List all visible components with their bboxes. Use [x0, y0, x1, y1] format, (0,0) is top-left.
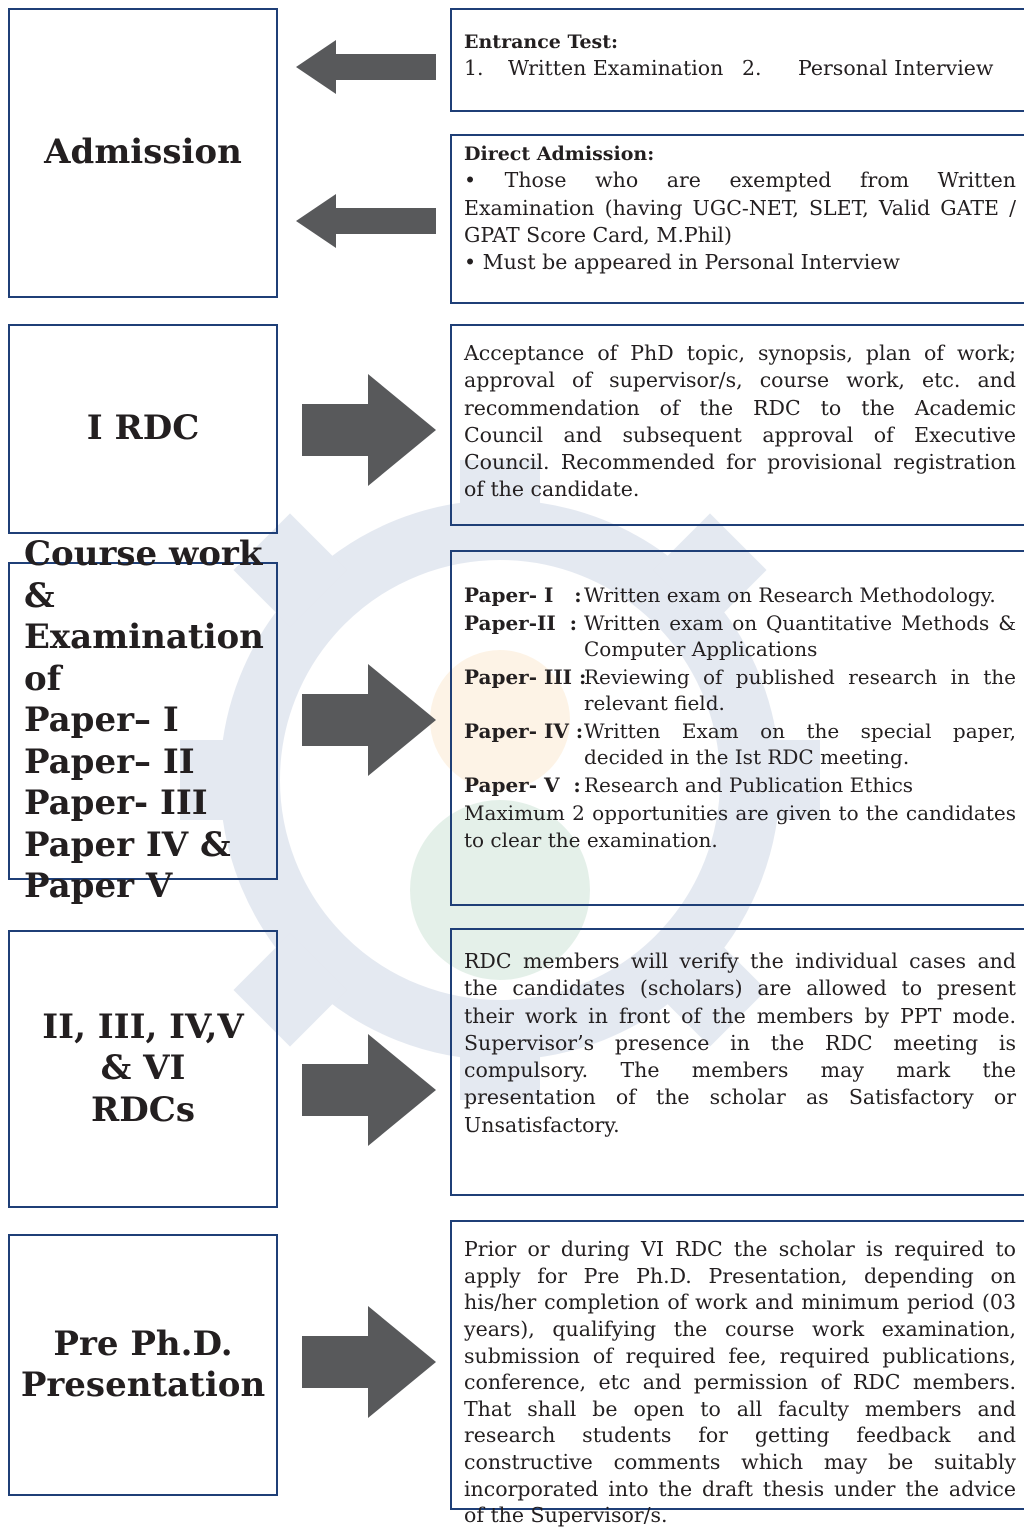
- rdcs-box: II, III, IV,V & VI RDCs: [8, 930, 278, 1208]
- entrance-test-items: 1. Written Examination 2. Personal Inter…: [464, 55, 1016, 82]
- rdcs-label-line: & VI: [100, 1048, 186, 1089]
- direct-admission-bullet-1: • Those who are exempted from Written Ex…: [464, 168, 1016, 247]
- paper-row: Paper-II : Written exam on Quantitative …: [464, 610, 1016, 662]
- entrance-test-box: Entrance Test: 1. Written Examination 2.…: [450, 8, 1024, 112]
- paper-row: Paper- V : Research and Publication Ethi…: [464, 772, 1016, 798]
- rdc1-description-box: Acceptance of PhD topic, synopsis, plan …: [450, 324, 1024, 526]
- prephd-box: Pre Ph.D. Presentation: [8, 1234, 278, 1496]
- rdc1-description: Acceptance of PhD topic, synopsis, plan …: [464, 341, 1016, 502]
- direct-admission-bullet-2: • Must be appeared in Personal Interview: [464, 250, 900, 275]
- rdcs-label-line: RDCs: [91, 1089, 195, 1130]
- arrow-right-icon: [302, 1034, 436, 1146]
- coursework-label-line: Paper– I: [24, 700, 179, 741]
- arrow-left-icon: [296, 40, 436, 94]
- prephd-description-box: Prior or during VI RDC the scholar is re…: [450, 1220, 1024, 1527]
- coursework-label-line: Course work &: [24, 534, 263, 616]
- coursework-label-line: Examination of: [24, 617, 264, 699]
- coursework-label-line: Paper– II: [24, 741, 195, 782]
- arrow-right-icon: [302, 664, 436, 776]
- rdcs-description: RDC members will verify the individual c…: [464, 949, 1016, 1137]
- coursework-label-line: Paper IV &: [24, 824, 231, 865]
- coursework-description-box: Paper- I : Written exam on Research Meth…: [450, 550, 1024, 906]
- paper-row: Paper- I : Written exam on Research Meth…: [464, 582, 1016, 608]
- arrow-right-icon: [302, 374, 436, 486]
- coursework-note: Maximum 2 opportunities are given to the…: [464, 801, 1016, 852]
- direct-admission-heading: Direct Admission:: [464, 143, 655, 165]
- paper-label: Paper- I :: [464, 583, 582, 607]
- paper-text: Written exam on Quantitative Methods & C…: [584, 611, 1016, 661]
- rdcs-description-box: RDC members will verify the individual c…: [450, 928, 1024, 1196]
- paper-label: Paper- III :: [464, 665, 587, 689]
- arrow-left-icon: [296, 194, 436, 248]
- paper-text: Written Exam on the special paper, decid…: [584, 719, 1016, 769]
- direct-admission-box: Direct Admission: • Those who are exempt…: [450, 134, 1024, 304]
- coursework-label-line: Paper V: [24, 866, 173, 907]
- entrance-item2-num: 2.: [742, 56, 762, 81]
- entrance-item1-text: Written Examination: [508, 56, 724, 81]
- paper-text: Research and Publication Ethics: [584, 773, 914, 797]
- rdcs-label-line: II, III, IV,V: [42, 1006, 244, 1047]
- paper-label: Paper- V :: [464, 773, 581, 797]
- rdcs-label: II, III, IV,V & VI RDCs: [42, 1007, 243, 1131]
- paper-row: Paper- IV : Written Exam on the special …: [464, 718, 1016, 770]
- paper-label: Paper- IV :: [464, 719, 584, 743]
- entrance-item2-text: Personal Interview: [798, 56, 994, 81]
- entrance-test-heading: Entrance Test:: [464, 31, 619, 53]
- university-seal-watermark-icon: [180, 460, 820, 1100]
- admission-label: Admission: [44, 132, 242, 173]
- paper-text: Reviewing of published research in the r…: [584, 665, 1016, 715]
- prephd-label-line: Pre Ph.D.: [53, 1323, 233, 1364]
- admission-box: Admission: [8, 8, 278, 298]
- arrow-right-icon: [302, 1306, 436, 1418]
- entrance-item1-num: 1.: [464, 56, 484, 81]
- coursework-box: Course work & Examination of Paper– I Pa…: [8, 534, 278, 906]
- prephd-label: Pre Ph.D. Presentation: [21, 1324, 265, 1407]
- coursework-label-line: Paper- III: [24, 783, 208, 824]
- rdc1-label: I RDC: [86, 408, 200, 449]
- rdc1-box: I RDC: [8, 324, 278, 534]
- paper-label: Paper-II :: [464, 611, 578, 635]
- paper-text: Written exam on Research Methodology.: [584, 583, 996, 607]
- prephd-description: Prior or during VI RDC the scholar is re…: [464, 1237, 1016, 1528]
- paper-row: Paper- III : Reviewing of published rese…: [464, 664, 1016, 716]
- prephd-label-line: Presentation: [20, 1365, 266, 1405]
- coursework-label: Course work & Examination of Paper– I Pa…: [24, 534, 276, 907]
